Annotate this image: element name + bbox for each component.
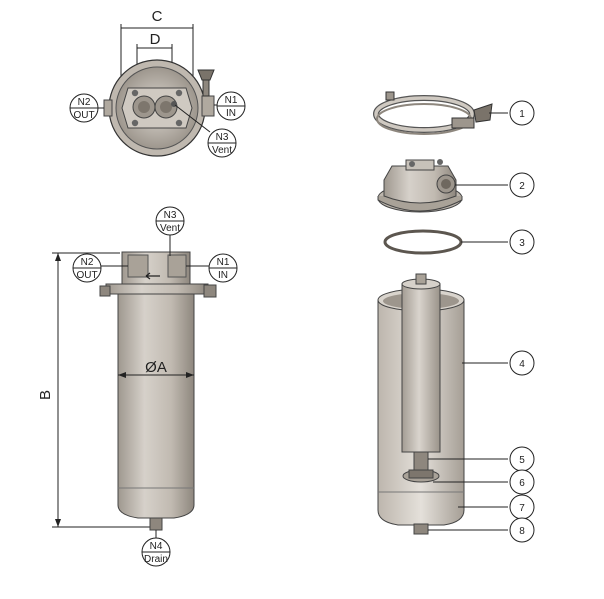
nozzle-n2-label: OUT [76,270,97,281]
side-clamp-bolt [203,284,217,298]
nozzle-n2-label: OUT [73,110,94,121]
part-clamp [373,91,493,135]
nozzle-n2-id: N2 [78,97,91,108]
callout-5: 5 [428,446,535,472]
callout-4: 4 [462,350,535,376]
top-bolt [131,89,139,97]
side-body [117,293,195,519]
nozzle-n3-label: Vent [160,223,180,234]
side-nozzle-n4: N4 Drain [141,530,171,567]
nozzle-n4-label: Drain [144,554,168,565]
side-drain [149,517,163,531]
top-bolt [131,119,139,127]
dim-b-label: B [37,390,54,400]
part-head [377,159,463,213]
exploded-view [373,91,493,535]
callout-7: 7 [458,494,535,520]
side-view: B ØA [37,251,217,531]
nozzle-n3-label: Vent [212,145,232,156]
top-bolt [175,119,183,127]
part-cartridge [401,273,441,453]
nozzle-n1-label: IN [218,270,228,281]
dim-a-label: ØA [145,359,167,376]
side-head-port [127,254,149,278]
side-nozzle-n3: N3 Vent [155,206,185,256]
callout-3-label: 3 [519,238,525,249]
top-nozzle-n1: N1 IN [214,91,246,121]
side-nozzle-n1: N1 IN [186,253,238,283]
side-clamp-flange [105,283,209,295]
side-nozzle-n2: N2 OUT [72,253,128,283]
part-support [402,451,440,483]
top-nozzle-n3: N3 Vent [174,104,237,158]
nozzle-n2-id: N2 [81,257,94,268]
part-drain-fitting [413,523,429,535]
callout-5-label: 5 [519,455,525,466]
side-head-port [167,254,187,278]
nozzle-n1-label: IN [226,108,236,119]
callout-3: 3 [461,229,535,255]
callout-2-label: 2 [519,181,525,192]
callout-6-label: 6 [519,478,525,489]
callout-2: 2 [455,172,535,198]
side-clamp-ear [99,285,111,297]
clamp-wing-nut-icon [473,103,493,123]
callout-4-label: 4 [519,359,525,370]
flow-arrow-icon [145,272,160,280]
callout-7-label: 7 [519,503,525,514]
callout-1: 1 [489,100,535,126]
nozzle-n1-id: N1 [217,257,230,268]
top-wing-stem [202,79,210,97]
top-view: C D [103,8,215,157]
top-wing-nut [197,69,215,81]
callout-8-label: 8 [519,526,525,537]
top-port-out-bore [138,101,150,113]
nozzle-n1-id: N1 [225,95,238,106]
nozzle-n4-id: N4 [150,541,163,552]
top-ear-left [103,99,113,117]
dim-c-label: C [152,8,163,25]
callout-1-label: 1 [519,109,525,120]
top-clamp-bolt [201,95,215,117]
nozzle-n3-id: N3 [216,132,229,143]
top-bolt [175,89,183,97]
top-port-in-bore [160,101,172,113]
nozzle-n3-id: N3 [164,210,177,221]
part-o-ring [383,229,463,255]
top-nozzle-n2: N2 OUT [69,93,104,123]
callout-8: 8 [428,517,535,543]
callout-6: 6 [433,469,535,495]
dim-d-label: D [150,31,161,48]
